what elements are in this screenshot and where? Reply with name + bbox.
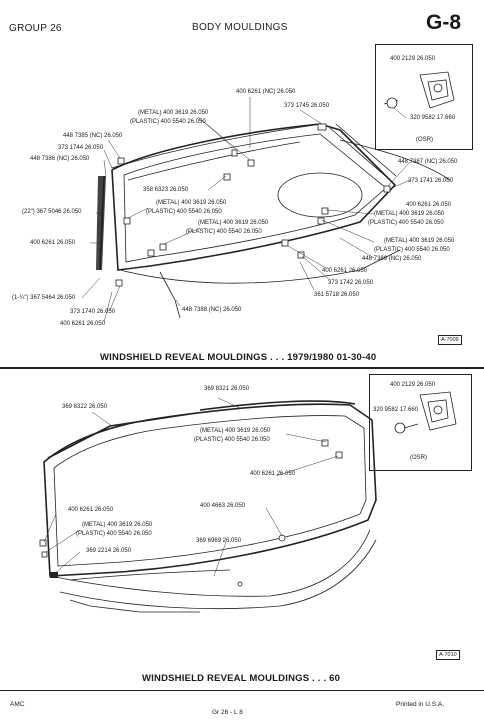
fastener-inset-box — [375, 44, 473, 150]
part-label: (METAL) 400 3619 26.050 — [374, 211, 445, 217]
part-label: 448 7389 (NC) 26.050 — [362, 256, 422, 262]
fastener-inset-box — [369, 374, 472, 471]
part-label: 369 6969 26.050 — [196, 538, 242, 544]
section-divider — [0, 367, 484, 369]
part-label: 373 1745 26.050 — [284, 103, 330, 109]
part-label: 400 6261 26.050 — [250, 471, 296, 477]
part-label: 369 8322 26.050 — [62, 404, 108, 410]
inset-part-label: 400 2129 26.050 — [390, 56, 436, 62]
part-label: 373 1740 26.050 — [70, 309, 116, 315]
part-label: 400 6261 26.050 — [406, 202, 452, 208]
part-label: 373 1742 26.050 — [328, 280, 374, 286]
part-label: 358 6323 26.050 — [143, 187, 189, 193]
inset-part-label: 400 2129 26.050 — [390, 382, 436, 388]
part-label: (PLASTIC) 400 5540 26.050 — [186, 229, 262, 235]
part-label: 373 1741 26.050 — [408, 178, 454, 184]
inset-note: (OSR) — [416, 137, 433, 143]
part-label: 448 7387 (NC) 26.050 — [398, 159, 458, 165]
part-label: (METAL) 400 3619 26.050 — [198, 220, 269, 226]
group-label: GROUP 26 — [9, 23, 62, 34]
part-label: 400 6261 (NC) 26.050 — [236, 89, 296, 95]
part-label: 369 2214 26.050 — [86, 548, 132, 554]
part-label: 448 7385 (NC) 26.050 — [63, 133, 123, 139]
part-label: (PLASTIC) 400 5540 26.050 — [374, 247, 450, 253]
part-label: (PLASTIC) 400 5540 26.050 — [368, 220, 444, 226]
part-label: (22") 367 5046 26.050 — [22, 209, 82, 215]
figure-ref-tag: A-7010 — [436, 650, 460, 660]
part-label: 369 8321 26.050 — [204, 386, 250, 392]
part-label: (METAL) 400 3619 26.050 — [384, 238, 455, 244]
part-label: 400 6261 26.050 — [30, 240, 76, 246]
figure-caption: WINDSHIELD REVEAL MOULDINGS . . . 60 — [142, 673, 341, 684]
page-title: BODY MOULDINGS — [192, 22, 288, 33]
part-label: (METAL) 400 3619 26.050 — [156, 200, 227, 206]
inset-screw-label: 320 9582 17.660 — [373, 407, 419, 413]
part-label: 448 7388 (NC) 26.050 — [182, 307, 242, 313]
part-label: 400 6261 26.050 — [68, 507, 114, 513]
part-label: (METAL) 400 3619 26.050 — [200, 428, 271, 434]
part-label: (PLASTIC) 400 5540 26.050 — [76, 531, 152, 537]
part-label: 448 7386 (NC) 26.050 — [30, 156, 90, 162]
inset-note: (OSR) — [410, 455, 427, 461]
footer-right: Printed in U.S.A. — [396, 701, 445, 708]
part-label: (METAL) 400 3619 26.050 — [138, 110, 209, 116]
page-id: G-8 — [426, 11, 462, 34]
part-label: (METAL) 400 3619 26.050 — [82, 522, 153, 528]
footer-center: Gr 26 - L 8 — [212, 709, 243, 716]
part-label: 400 6261 26.050 — [322, 268, 368, 274]
part-label: (PLASTIC) 400 5540 26.050 — [194, 437, 270, 443]
figure-caption: WINDSHIELD REVEAL MOULDINGS . . . 1979/1… — [100, 352, 377, 363]
part-label: 361 5718 26.050 — [314, 292, 360, 298]
part-label: (1-¼") 367 5464 26.050 — [12, 295, 76, 301]
part-label: 400 4663 26.050 — [200, 503, 246, 509]
part-label: 400 6261 26.050 — [60, 321, 106, 327]
part-label: (PLASTIC) 400 5540 26.050 — [130, 119, 206, 125]
footer-left: AMC — [10, 701, 25, 708]
part-label: (PLASTIC) 400 5540 26.050 — [146, 209, 222, 215]
inset-screw-label: 320 9582 17.660 — [410, 115, 456, 121]
footer-rule — [0, 690, 484, 691]
figure-ref-tag: A-7009 — [438, 335, 462, 345]
part-label: 373 1744 26.050 — [58, 145, 104, 151]
